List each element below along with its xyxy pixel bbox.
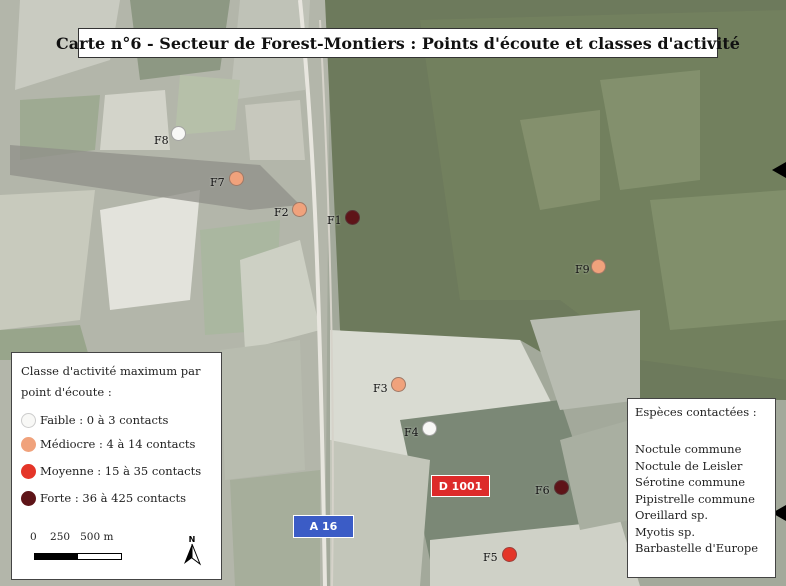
legend-dot-forte [21, 490, 36, 506]
legend-heading: Classe d'activité maximum par point d'éc… [21, 364, 201, 399]
point-label-f4: F4 [404, 426, 419, 439]
species-heading: Espèces contactées : [635, 405, 757, 419]
legend-item-mediocre: Médiocre : 4 à 14 contacts [21, 435, 195, 453]
listening-point-f7[interactable] [229, 171, 244, 186]
point-label-f7: F7 [210, 176, 225, 189]
arrow-left-icon [772, 162, 786, 178]
legend-item-faible: Faible : 0 à 3 contacts [21, 411, 168, 429]
listening-point-f5[interactable] [502, 547, 517, 562]
legend-dot-moyenne [21, 463, 36, 479]
point-label-f1: F1 [327, 214, 342, 227]
species-box: Espèces contactées : Noctule commune Noc… [627, 398, 776, 578]
road-label-d1001: D 1001 [431, 475, 490, 497]
north-arrow-icon: N [184, 535, 202, 566]
north-label: N [189, 535, 196, 544]
point-label-f8: F8 [154, 134, 169, 147]
legend-dot-faible [21, 412, 36, 428]
listening-point-f1[interactable] [345, 210, 360, 225]
species-item: Noctule commune [635, 442, 742, 456]
legend-item-forte: Forte : 36 à 425 contacts [21, 489, 186, 507]
point-label-f3: F3 [373, 382, 388, 395]
species-list: Noctule commune Noctule de Leisler Sérot… [635, 441, 758, 557]
species-item: Noctule de Leisler [635, 458, 743, 473]
arrow-left-icon [772, 505, 786, 521]
listening-point-f4[interactable] [422, 421, 437, 436]
listening-point-f9[interactable] [591, 259, 606, 274]
species-item: Oreillard sp. [635, 508, 709, 522]
point-label-f2: F2 [274, 206, 289, 219]
legend-label-mediocre: Médiocre : 4 à 14 contacts [40, 437, 196, 451]
listening-point-f6[interactable] [554, 480, 569, 495]
point-label-f6: F6 [535, 484, 550, 497]
legend-label-forte: Forte : 36 à 425 contacts [40, 491, 187, 505]
legend-dot-mediocre [21, 436, 36, 452]
map-title: Carte n°6 - Secteur de Forest-Montiers :… [56, 28, 740, 58]
listening-point-f3[interactable] [391, 377, 406, 392]
scale-bar-graphic [34, 553, 122, 560]
species-item: Myotis sp. [635, 524, 695, 539]
species-item: Sérotine commune [635, 475, 746, 489]
legend-box: Classe d'activité maximum par point d'éc… [11, 352, 222, 580]
legend-label-moyenne: Moyenne : 15 à 35 contacts [40, 464, 202, 478]
species-item: Barbastelle d'Europe [635, 541, 759, 555]
listening-point-f8[interactable] [171, 126, 186, 141]
listening-point-f2[interactable] [292, 202, 307, 217]
point-label-f5: F5 [483, 551, 498, 564]
species-item: Pipistrelle commune [635, 491, 755, 506]
scale-bar: 0 250 500 m [30, 531, 160, 571]
road-label-a16: A 16 [293, 515, 354, 538]
legend-label-faible: Faible : 0 à 3 contacts [40, 413, 169, 427]
point-label-f9: F9 [575, 263, 590, 276]
legend-item-moyenne: Moyenne : 15 à 35 contacts [21, 462, 201, 480]
scale-text: 0 250 500 m [30, 531, 114, 543]
